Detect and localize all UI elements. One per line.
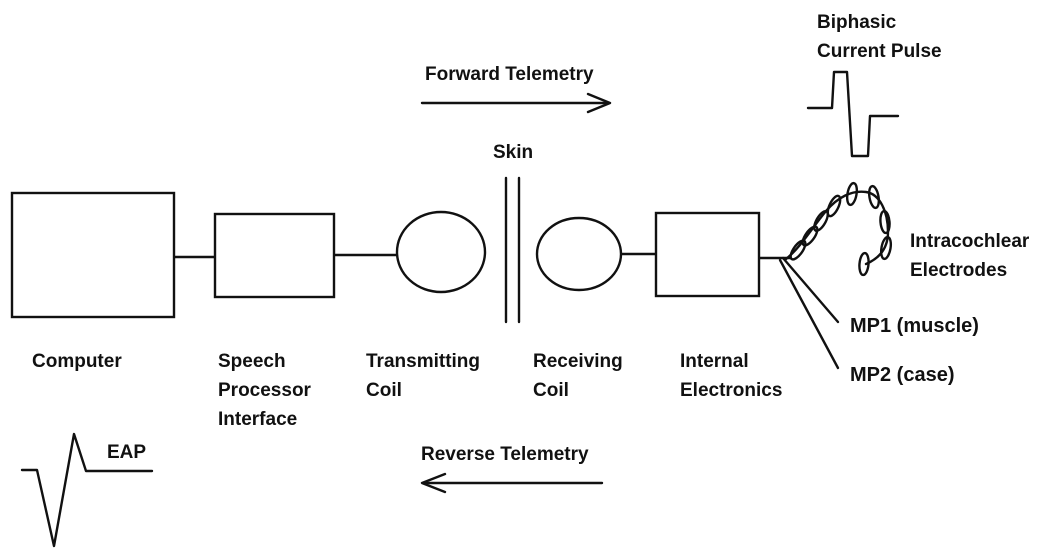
speech-processor-label: Speech Processor Interface — [218, 347, 311, 434]
speech-processor-block — [213, 212, 336, 299]
speech-processor-label-line1: Speech — [218, 351, 286, 372]
electrode-array-icon — [784, 181, 893, 277]
intracochlear-label: Intracochlear Electrodes — [910, 227, 1029, 285]
transmitting-coil-label-line2: Coil — [366, 380, 402, 401]
internal-electronics-label: Internal Electronics — [680, 347, 782, 405]
intracochlear-label-line1: Intracochlear — [910, 231, 1030, 252]
speech-processor-label-line2: Processor — [218, 380, 311, 401]
reverse-arrow-icon — [420, 472, 604, 494]
mp2-lead — [778, 258, 840, 370]
internal-electronics-label-line1: Internal — [680, 351, 749, 372]
mp1-lead — [781, 256, 840, 324]
biphasic-pulse-icon — [806, 70, 900, 158]
receiving-coil-label-line2: Coil — [533, 380, 569, 401]
reverse-telemetry-label: Reverse Telemetry — [421, 444, 589, 465]
biphasic-label: Biphasic Current Pulse — [817, 8, 942, 66]
forward-arrow-icon — [420, 92, 612, 114]
internal-electronics-block — [654, 211, 761, 298]
computer-block — [10, 191, 176, 319]
computer-label: Computer — [32, 351, 122, 372]
speech-processor-label-line3: Interface — [218, 409, 298, 430]
internal-electronics-label-line2: Electronics — [680, 380, 783, 401]
transmitting-coil-label-line1: Transmitting — [366, 351, 481, 372]
eap-waveform-icon — [20, 432, 154, 548]
biphasic-label-line1: Biphasic — [817, 12, 897, 33]
biphasic-label-line2: Current Pulse — [817, 41, 942, 62]
receiving-coil-label-line1: Receiving — [533, 351, 623, 372]
transmitting-coil-shape — [395, 210, 487, 294]
receiving-coil-label: Receiving Coil — [533, 347, 623, 405]
forward-telemetry-label: Forward Telemetry — [425, 64, 594, 85]
eap-label: EAP — [107, 442, 147, 463]
intracochlear-label-line2: Electrodes — [910, 260, 1008, 281]
transmitting-coil-label: Transmitting Coil — [366, 347, 480, 405]
skin-label: Skin — [493, 142, 534, 163]
mp1-label: MP1 (muscle) — [850, 315, 979, 337]
mp2-label: MP2 (case) — [850, 364, 955, 386]
receiving-coil-shape — [535, 216, 623, 292]
